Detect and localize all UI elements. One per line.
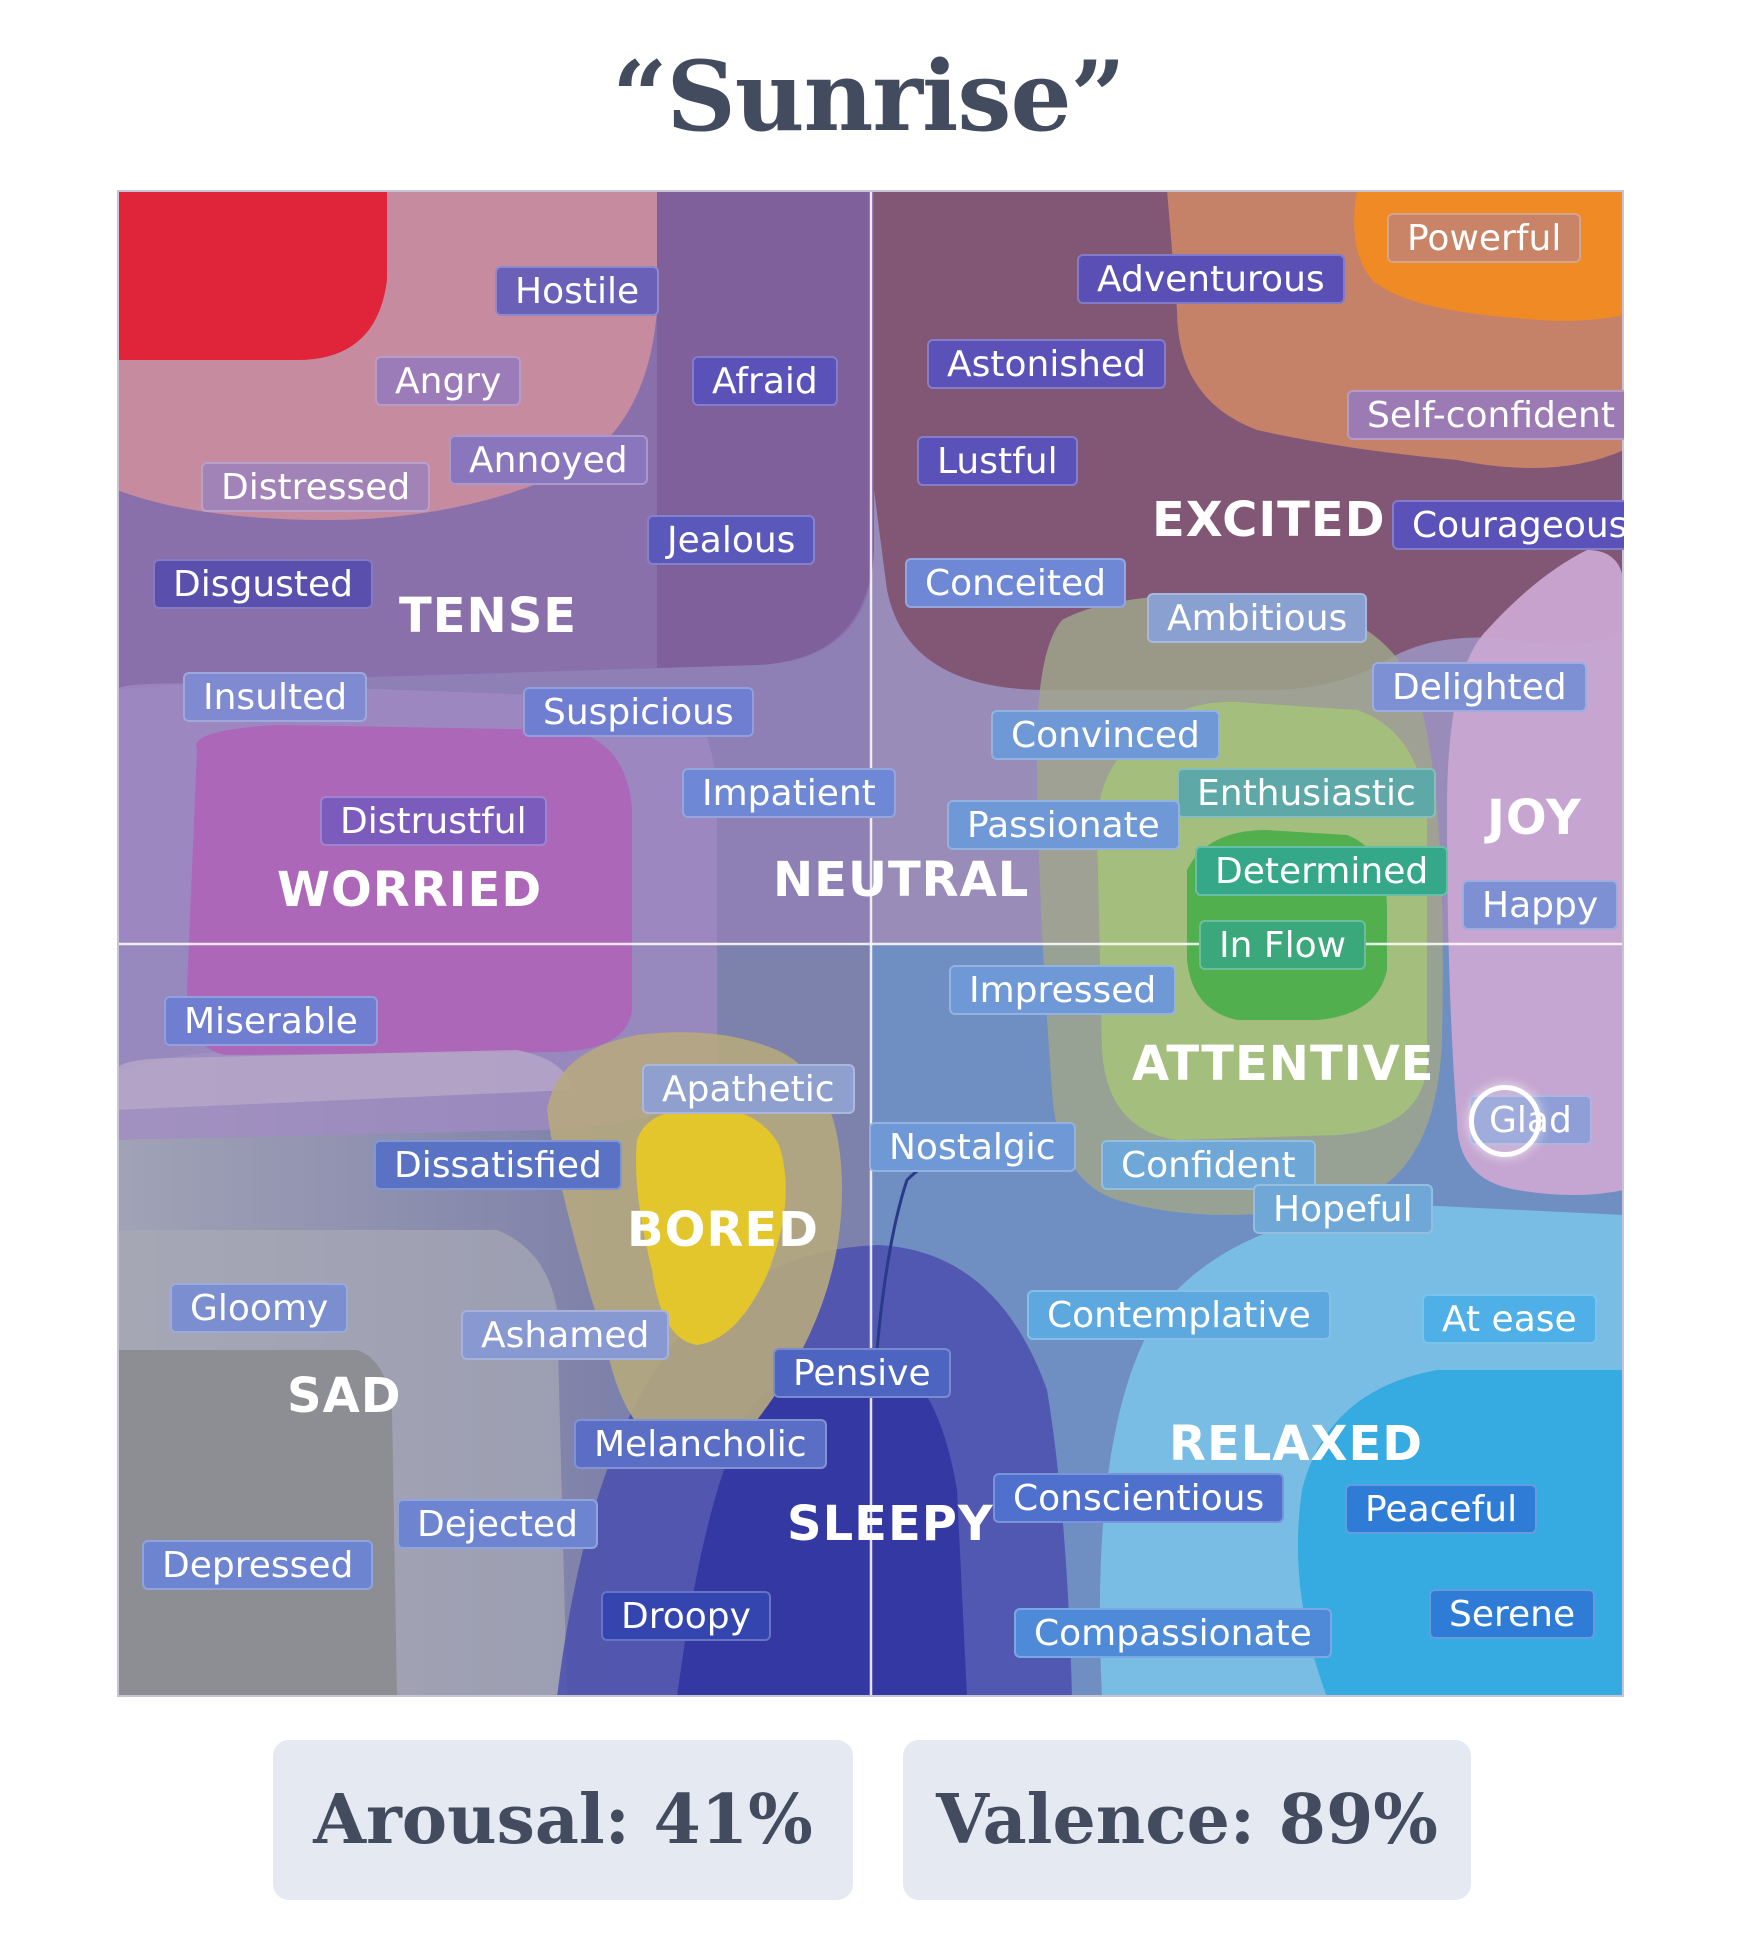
emotion-afraid[interactable]: Afraid [692,356,838,406]
region-label-sad: SAD [287,1368,402,1424]
emotion-annoyed[interactable]: Annoyed [449,435,648,485]
emotion-suspicious[interactable]: Suspicious [523,687,754,737]
emotion-in-flow[interactable]: In Flow [1199,920,1367,970]
emotion-enthusiastic[interactable]: Enthusiastic [1177,768,1436,818]
emotion-happy[interactable]: Happy [1462,880,1619,930]
emotion-confident[interactable]: Confident [1101,1140,1316,1190]
emotion-ambitious[interactable]: Ambitious [1147,593,1368,643]
emotion-ashamed[interactable]: Ashamed [461,1310,670,1360]
angry-region [117,190,387,360]
emotion-adventurous[interactable]: Adventurous [1077,254,1345,304]
emotion-nostalgic[interactable]: Nostalgic [869,1122,1076,1172]
region-label-joy: JOY [1487,790,1582,846]
emotion-courageous[interactable]: Courageous [1392,500,1624,550]
region-label-excited: EXCITED [1152,492,1386,548]
region-label-relaxed: RELAXED [1169,1416,1424,1472]
valence-readout: Valence: 89% [903,1740,1471,1900]
emotion-distrustful[interactable]: Distrustful [320,796,547,846]
emotion-peaceful[interactable]: Peaceful [1345,1484,1538,1534]
emotion-melancholic[interactable]: Melancholic [574,1419,827,1469]
bored-inner-region [636,1107,786,1345]
afraid-region [657,190,874,668]
emotion-disgusted[interactable]: Disgusted [153,559,374,609]
emotion-at-ease[interactable]: At ease [1422,1294,1597,1344]
selection-cursor[interactable] [1469,1085,1541,1157]
map-border [117,190,1624,1697]
arousal-readout: Arousal: 41% [273,1740,853,1900]
emotion-dejected[interactable]: Dejected [397,1499,598,1549]
emotion-dissatisfied[interactable]: Dissatisfied [374,1140,622,1190]
page-title: “Sunrise” [612,40,1126,153]
emotion-distressed[interactable]: Distressed [201,462,431,512]
region-label-bored: BORED [627,1202,819,1258]
region-label-attentive: ATTENTIVE [1132,1036,1435,1092]
emotion-hopeful[interactable]: Hopeful [1253,1184,1433,1234]
emotion-powerful[interactable]: Powerful [1387,213,1582,263]
emotion-conscientious[interactable]: Conscientious [993,1473,1285,1523]
emotion-map[interactable]: TENSE EXCITED WORRIED NEUTRAL JOY ATTENT… [117,190,1624,1697]
emotion-passionate[interactable]: Passionate [947,800,1180,850]
emotion-insulted[interactable]: Insulted [183,672,368,722]
emotion-depressed[interactable]: Depressed [142,1540,374,1590]
region-label-tense: TENSE [399,588,578,644]
miserable-edge [117,1050,572,1110]
emotion-astonished[interactable]: Astonished [927,339,1166,389]
emotion-gloomy[interactable]: Gloomy [170,1283,349,1333]
emotion-pensive[interactable]: Pensive [773,1348,951,1398]
emotion-self-confident[interactable]: Self-confident [1347,390,1624,440]
emotion-miserable[interactable]: Miserable [164,996,378,1046]
emotion-droopy[interactable]: Droopy [601,1591,771,1641]
region-label-worried: WORRIED [277,862,543,918]
emotion-determined[interactable]: Determined [1195,846,1449,896]
emotion-lustful[interactable]: Lustful [917,436,1078,486]
emotion-apathetic[interactable]: Apathetic [642,1064,855,1114]
emotion-serene[interactable]: Serene [1429,1589,1596,1639]
emotion-delighted[interactable]: Delighted [1372,662,1587,712]
emotion-convinced[interactable]: Convinced [991,710,1220,760]
emotion-contemplative[interactable]: Contemplative [1027,1290,1331,1340]
emotion-jealous[interactable]: Jealous [647,515,816,565]
emotion-angry[interactable]: Angry [375,356,522,406]
region-label-sleepy: SLEEPY [787,1496,994,1552]
emotion-conceited[interactable]: Conceited [905,558,1127,608]
depressed-region [117,1350,397,1697]
emotion-compassionate[interactable]: Compassionate [1014,1608,1332,1658]
emotion-hostile[interactable]: Hostile [495,266,660,316]
region-label-neutral: NEUTRAL [773,852,1030,908]
emotion-impatient[interactable]: Impatient [682,768,896,818]
emotion-impressed[interactable]: Impressed [949,965,1177,1015]
